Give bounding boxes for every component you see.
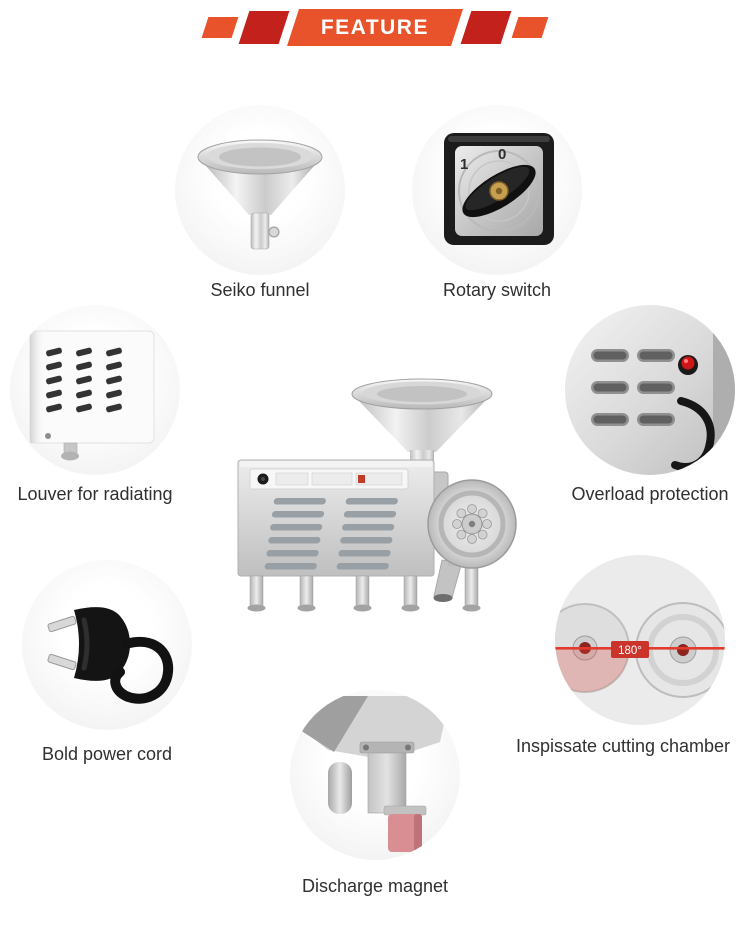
discharge-magnet-icon bbox=[300, 696, 450, 852]
feature-caption: Rotary switch bbox=[442, 280, 552, 300]
power-cable bbox=[110, 637, 174, 704]
feature-seiko-funnel: Seiko funnel bbox=[175, 105, 345, 300]
feature-caption: Louver for radiating bbox=[17, 484, 173, 504]
feature-caption: Bold power cord bbox=[41, 744, 173, 764]
ribbon-accent-left-outer bbox=[201, 17, 239, 38]
discharge-magnet-photo bbox=[290, 690, 460, 860]
power-plug-icon bbox=[47, 607, 174, 704]
funnel-icon bbox=[197, 139, 323, 250]
angle-badge bbox=[611, 641, 649, 658]
machine-legs bbox=[247, 567, 481, 612]
machine-louvers bbox=[264, 498, 398, 570]
feature-title-banner: FEATURE bbox=[286, 9, 464, 46]
louver-photo bbox=[10, 305, 180, 475]
ribbon-accent-right-outer bbox=[511, 17, 549, 38]
machine-funnel bbox=[351, 378, 493, 474]
overload-red-button bbox=[681, 356, 695, 370]
product-image bbox=[210, 372, 545, 630]
grinding-head bbox=[427, 479, 517, 569]
rotary-switch-photo: 1 0 bbox=[412, 105, 582, 275]
feature-power-cord: Bold power cord bbox=[22, 560, 192, 764]
star-knob bbox=[452, 504, 492, 544]
louver-slats bbox=[46, 347, 122, 413]
overload-protection-photo bbox=[565, 305, 735, 475]
feature-caption: Overload protection bbox=[571, 484, 729, 504]
feature-caption: Seiko funnel bbox=[210, 280, 310, 300]
feature-title: FEATURE bbox=[320, 15, 430, 39]
machine-body bbox=[237, 459, 435, 577]
feature-cutting-chamber: 180° Inspissate cutting chamber bbox=[516, 555, 730, 756]
feature-louver: Louver for radiating bbox=[10, 305, 180, 504]
grain-grinder-machine-icon bbox=[237, 378, 517, 612]
louver-vents-icon bbox=[29, 330, 155, 461]
ribbon-accent-left-inner bbox=[238, 11, 290, 44]
seiko-funnel-photo bbox=[175, 105, 345, 275]
feature-caption: Discharge magnet bbox=[301, 876, 449, 896]
magnet-block bbox=[388, 814, 422, 852]
feature-discharge-magnet: Discharge magnet bbox=[290, 690, 460, 896]
plug-body bbox=[74, 607, 130, 681]
cutting-angle-region bbox=[555, 648, 629, 692]
plug-pins bbox=[47, 615, 77, 671]
switch-position-off: 0 bbox=[498, 146, 506, 163]
feature-caption: Inspissate cutting chamber bbox=[515, 736, 731, 756]
vent-slots bbox=[591, 349, 675, 426]
discharge-chute bbox=[367, 752, 407, 814]
feature-rotary-switch: 1 0 Rotary switch bbox=[412, 105, 582, 300]
rotary-switch-icon: 1 0 bbox=[444, 133, 554, 245]
cutting-chamber-photo: 180° bbox=[555, 555, 725, 725]
ribbon-accent-right-inner bbox=[460, 11, 512, 44]
cutting-chamber-icon: 180° bbox=[555, 555, 725, 725]
overload-button-icon bbox=[565, 305, 735, 475]
discharge-spout bbox=[433, 559, 463, 602]
power-cord-photo bbox=[22, 560, 192, 730]
feature-overload-protection: Overload protection bbox=[565, 305, 735, 504]
angle-label: 180° bbox=[618, 645, 642, 657]
feature-ribbon: FEATURE bbox=[0, 9, 750, 46]
switch-position-on: 1 bbox=[460, 156, 468, 173]
